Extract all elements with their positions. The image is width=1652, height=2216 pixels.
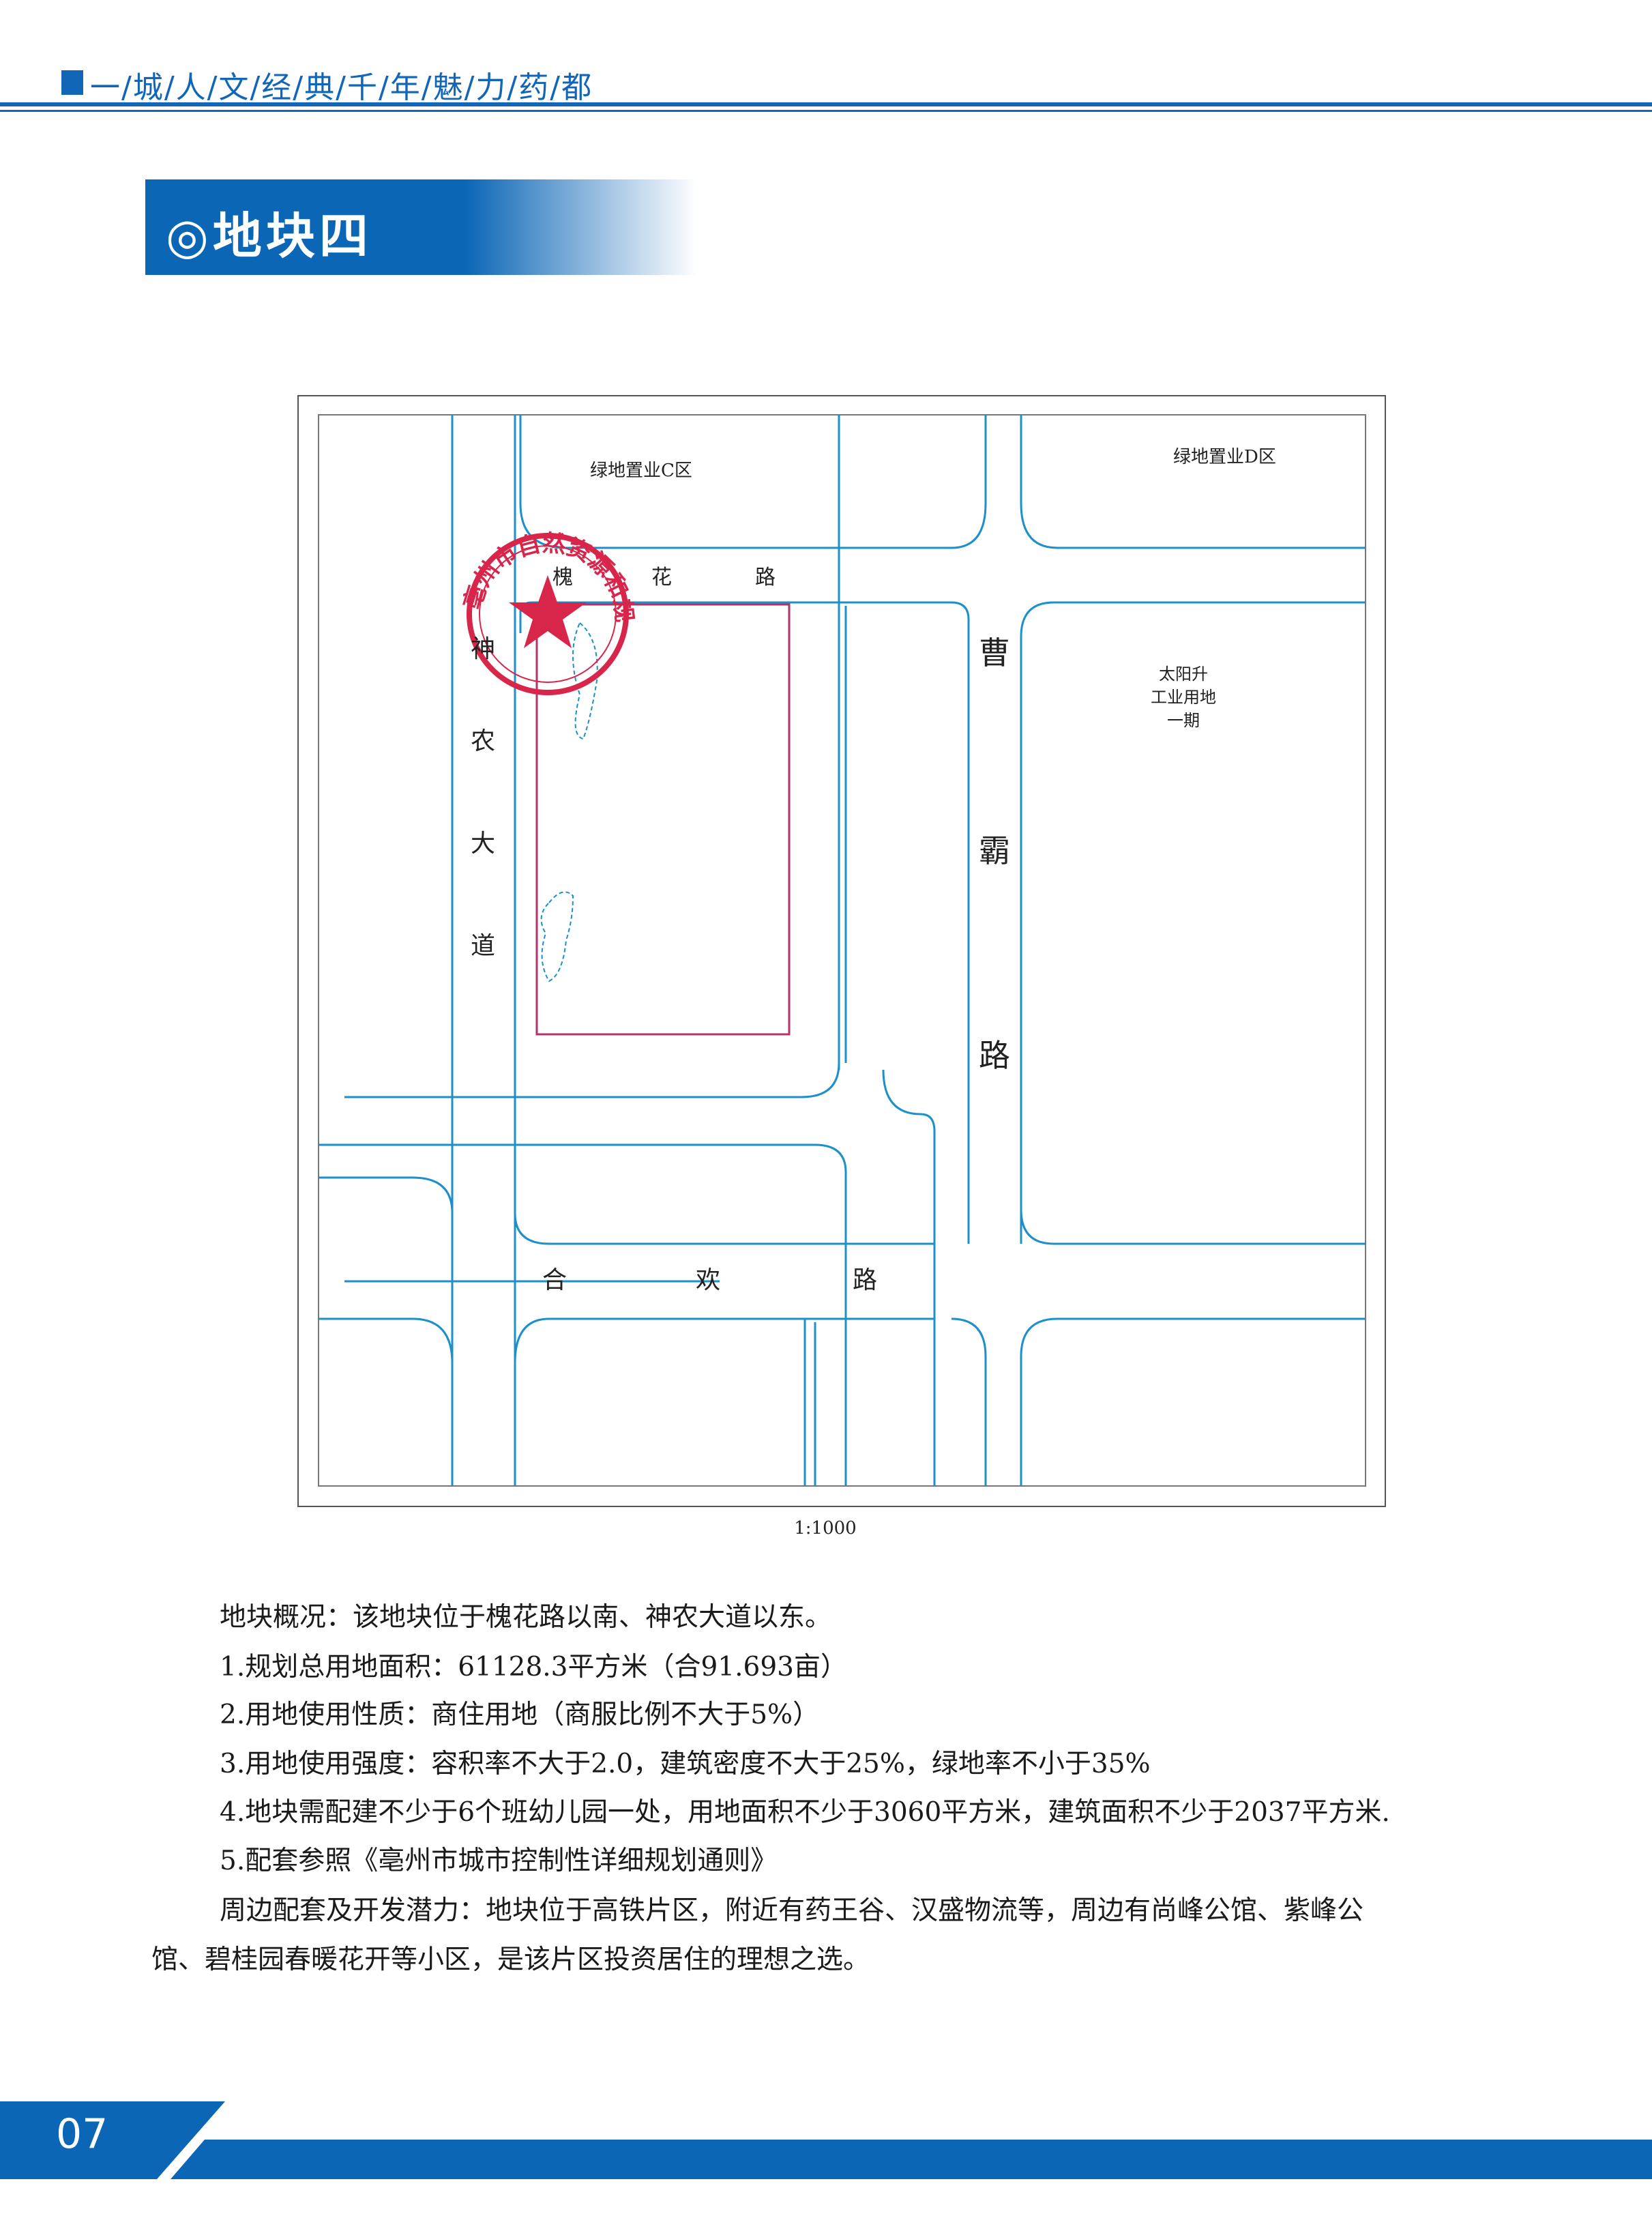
item-kindergarten: 4.地块需配建不少于6个班幼儿园一处，用地面积不少于3060平方米，建筑面积不少…	[220, 1797, 1390, 1828]
label-shennong-2: 农	[471, 727, 495, 755]
potential-line-2: 馆、碧桂园春暖花开等小区，是该片区投资居住的理想之选。	[151, 1944, 870, 1975]
item-intensity: 3.用地使用强度：容积率不大于2.0，建筑密度不大于25%，绿地率不小于35%	[220, 1749, 1151, 1779]
item-usage: 2.用地使用性质：商住用地（商服比例不大于5%）	[220, 1700, 820, 1730]
label-shennong-4: 道	[471, 932, 495, 960]
label-huaihua-3: 路	[755, 566, 776, 589]
map-inner-frame	[318, 414, 1366, 1487]
label-caoba-1: 曹	[979, 635, 1010, 671]
label-caoba-3: 路	[979, 1037, 1010, 1074]
header-square-icon	[61, 70, 83, 95]
item-reference: 5.配套参照《亳州市城市控制性详细规划通则》	[220, 1846, 778, 1876]
plot-boundary	[535, 603, 791, 1036]
pond-features	[540, 622, 598, 982]
section-title-banner: ◎地块四	[145, 179, 698, 275]
label-shennong-3: 大	[471, 830, 495, 858]
overview-text: 地块概况：该地块位于槐花路以南、神农大道以东。	[220, 1602, 832, 1633]
label-taiyangsheng-3: 一期	[1167, 711, 1200, 730]
map-scale: 1:1000	[794, 1518, 857, 1539]
map-labels: 绿地置业C区 绿地置业D区 槐 花 路 神 农 大 道 曹 霸 路 合 欢 路 …	[471, 447, 1276, 1294]
label-huaihua-1: 槐	[552, 566, 573, 589]
label-taiyangsheng-2: 工业用地	[1151, 688, 1216, 707]
label-hehuan-3: 路	[853, 1266, 877, 1294]
plot-map-svg: 亳州市自然资源和规划局 绿地置业C区 绿地置业D区 槐 花 路 神 农 大 道 …	[297, 394, 1386, 1507]
item-area: 1.规划总用地面积：61128.3平方米（合91.693亩）	[220, 1652, 847, 1682]
section-title: ◎地块四	[166, 207, 372, 265]
map-outer-frame	[297, 395, 1386, 1507]
label-area-c: 绿地置业C区	[590, 461, 692, 481]
plot-map: 亳州市自然资源和规划局 绿地置业C区 绿地置业D区 槐 花 路 神 农 大 道 …	[297, 394, 1387, 1508]
footer-bar	[0, 2101, 1652, 2179]
label-taiyangsheng-1: 太阳升	[1159, 665, 1208, 684]
label-area-d: 绿地置业D区	[1173, 447, 1276, 467]
header-rule-thin	[0, 110, 1652, 112]
label-shennong-1: 神	[471, 635, 495, 663]
label-hehuan-1: 合	[542, 1266, 567, 1294]
label-huaihua-2: 花	[651, 566, 672, 589]
header-rule-thick	[0, 102, 1652, 106]
label-caoba-2: 霸	[979, 832, 1010, 869]
potential-line-1: 周边配套及开发潜力：地块位于高铁片区，附近有药王谷、汉盛物流等，周边有尚峰公馆、…	[220, 1895, 1364, 1926]
page-number: 07	[56, 2110, 108, 2158]
label-hehuan-2: 欢	[696, 1266, 720, 1294]
header-title: 一/城/人/文/经/典/千/年/魅/力/药/都	[90, 70, 593, 105]
